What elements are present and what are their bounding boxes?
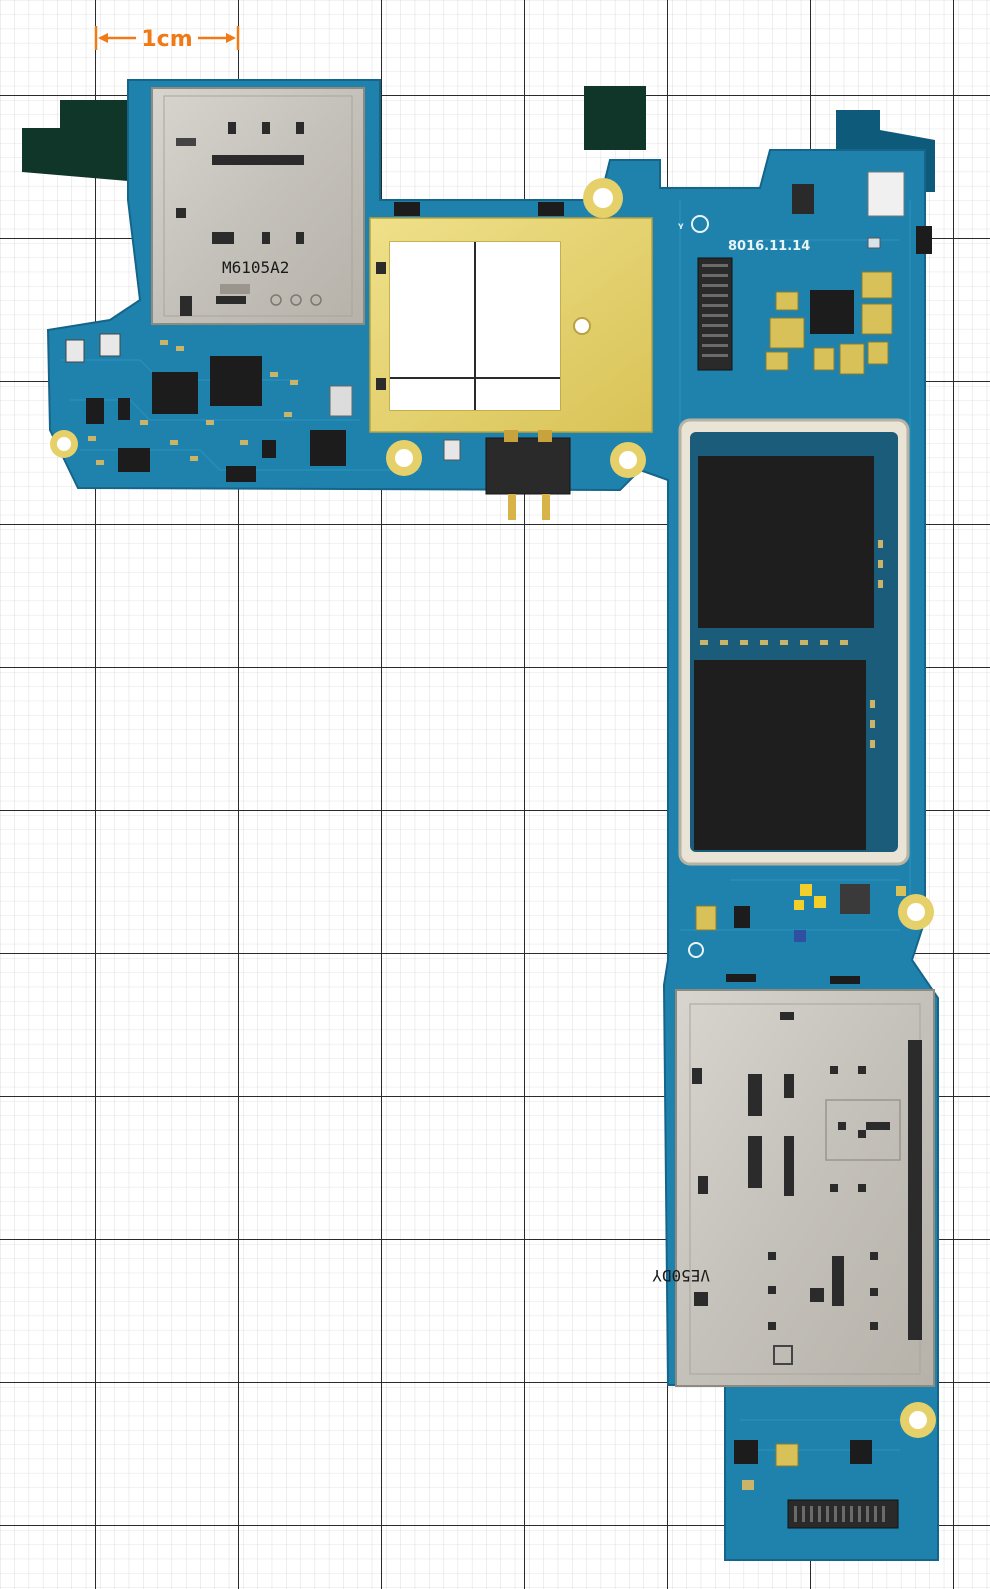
flex-tab-top bbox=[584, 86, 646, 150]
date-code-marking: 8016.11.14 bbox=[728, 239, 810, 254]
arrow-right-icon bbox=[226, 33, 236, 43]
mounting-holes bbox=[50, 178, 936, 1438]
middle-components bbox=[688, 884, 906, 984]
flex-tab-left bbox=[22, 100, 150, 182]
left-chip-cluster bbox=[65, 333, 353, 482]
circuit-board: M6105A2 bbox=[22, 79, 939, 1561]
logo-mark: ᵞ bbox=[678, 221, 684, 236]
top-pad-right bbox=[538, 202, 564, 216]
top-sim-tray: M6105A2 bbox=[151, 87, 365, 325]
spring-connector bbox=[443, 430, 571, 520]
sim-tray-bottom-marking: VE50DY bbox=[652, 1266, 710, 1285]
bottom-components bbox=[734, 1440, 899, 1529]
memory-chip-lower bbox=[694, 660, 866, 850]
upper-right-components: ᵞ 8016.11.14 bbox=[678, 171, 932, 375]
memory-shield bbox=[678, 418, 910, 866]
sim-tray-top-marking: M6105A2 bbox=[222, 258, 289, 277]
bottom-sim-tray: VE50DY bbox=[652, 989, 935, 1387]
scale-bar-label: 1cm bbox=[141, 27, 192, 52]
sensor-module bbox=[867, 171, 905, 217]
memory-chip-upper bbox=[698, 456, 874, 628]
pmic-chip bbox=[810, 290, 854, 334]
top-pad-left bbox=[394, 202, 420, 216]
arrow-left-icon bbox=[98, 33, 108, 43]
copper-shield-frame bbox=[369, 217, 653, 433]
scale-bar: 1cm bbox=[94, 26, 240, 52]
